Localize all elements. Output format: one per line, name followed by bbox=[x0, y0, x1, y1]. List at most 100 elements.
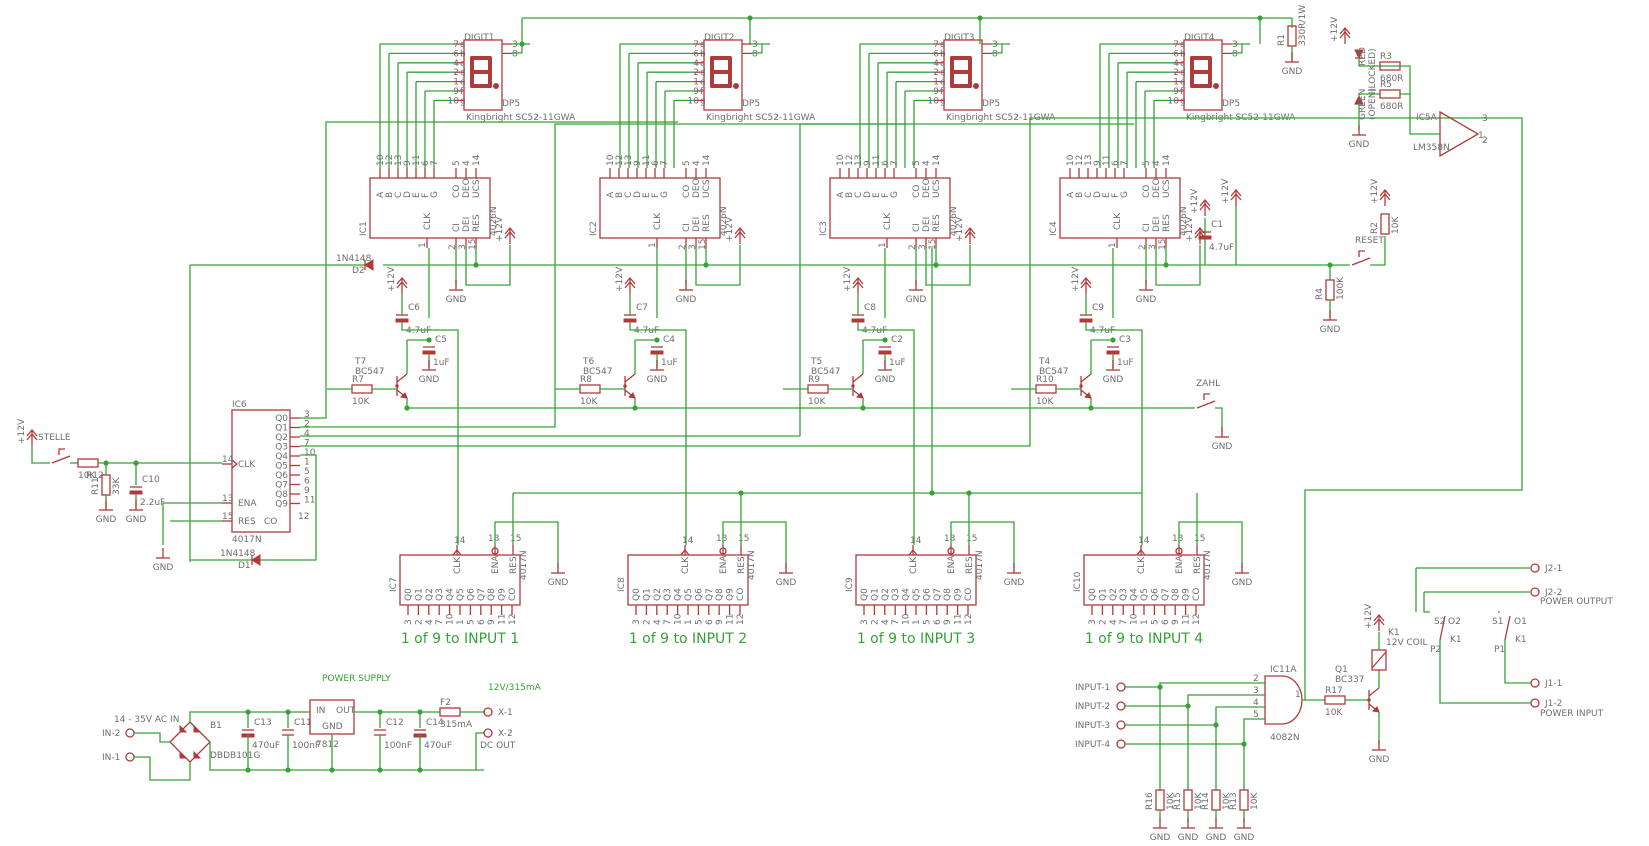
wire bbox=[857, 322, 915, 545]
vcc-label: +12V bbox=[1370, 178, 1380, 204]
resistor-value: 10K bbox=[1194, 792, 1204, 810]
resistor-value: 10K bbox=[1036, 397, 1054, 407]
pin-number: 10 bbox=[304, 448, 316, 458]
regulator-pin: GND bbox=[322, 722, 343, 732]
cap-name: C7 bbox=[636, 303, 648, 313]
pin-number: 3 bbox=[458, 244, 468, 250]
display-pin-segment: b bbox=[700, 49, 706, 59]
display-pin-number: 10 bbox=[448, 96, 460, 106]
pin-number: 12 bbox=[1075, 155, 1085, 166]
connector-label: J2-1 bbox=[1544, 564, 1562, 574]
pin-name: Q4 bbox=[674, 588, 684, 601]
pin-name: CI bbox=[682, 223, 692, 232]
pin-name: Q4 bbox=[1130, 588, 1140, 601]
pin-name: Q1 bbox=[414, 588, 424, 601]
pin-number: 11 bbox=[726, 614, 736, 625]
resistor-name: R17 bbox=[1325, 686, 1343, 696]
pin-name: DEI bbox=[1152, 217, 1162, 232]
led-red-label: RED bbox=[1358, 47, 1368, 66]
display-common-number: 8 bbox=[512, 49, 518, 59]
pin-name: Q0 bbox=[1088, 588, 1098, 601]
display-pin-segment: a bbox=[1180, 40, 1186, 50]
pin-number: 6 bbox=[933, 619, 943, 625]
pin-name: F bbox=[651, 193, 661, 198]
pin-name: DEI bbox=[462, 217, 472, 232]
display-dp bbox=[733, 83, 739, 89]
ic-name: IC4 bbox=[1049, 221, 1059, 236]
wire bbox=[1215, 407, 1223, 432]
connector-label: IN-2 bbox=[102, 729, 120, 739]
junction-dot bbox=[519, 41, 525, 47]
led-green-note: (OPEN) bbox=[1368, 88, 1378, 120]
pin-number: 9 bbox=[487, 619, 497, 625]
wire bbox=[1409, 94, 1440, 135]
pin-name: DEO bbox=[922, 178, 932, 198]
opamp-name: IC5A bbox=[1416, 113, 1438, 123]
pin-name: Q2 bbox=[275, 433, 288, 443]
display-dp-label: DP5 bbox=[1222, 99, 1240, 109]
wire bbox=[31, 446, 50, 464]
pin-name: CO bbox=[912, 185, 922, 198]
pin-name: ENA bbox=[238, 499, 257, 509]
resistor-body bbox=[351, 384, 373, 394]
relay-coil-label: 12V COIL bbox=[1386, 638, 1428, 648]
regulator-pin: IN bbox=[316, 706, 325, 716]
pin-name: Q7 bbox=[933, 588, 943, 601]
pin-name: DEO bbox=[1152, 178, 1162, 198]
pin-name: E bbox=[642, 192, 652, 198]
pin-name: RES bbox=[1162, 214, 1172, 232]
dc-output-label: DC OUT bbox=[480, 741, 516, 751]
pin-name: D bbox=[863, 191, 873, 198]
wire bbox=[950, 521, 1015, 568]
pin-number: 2 bbox=[1138, 244, 1148, 250]
pin-name: A bbox=[836, 191, 846, 198]
resistor-value: 680R bbox=[1380, 102, 1403, 112]
pin-name: DEO bbox=[462, 178, 472, 198]
pin-number: 7 bbox=[890, 160, 900, 166]
pin-number: 10 bbox=[836, 154, 846, 166]
switch-lever bbox=[1351, 257, 1371, 266]
input-label: INPUT-4 bbox=[1075, 740, 1110, 750]
vcc-label: +12V bbox=[1330, 16, 1340, 42]
pin-name: G bbox=[1120, 191, 1130, 198]
contact-label: P1 bbox=[1494, 645, 1505, 655]
transistor-collector bbox=[396, 373, 408, 383]
pin-name: F bbox=[421, 193, 431, 198]
pin-number: 2 bbox=[448, 244, 458, 250]
display-pin-number: 1 bbox=[1173, 78, 1179, 88]
diode-triangle bbox=[251, 554, 261, 566]
resistor-name: R4 bbox=[1315, 288, 1325, 300]
display-pin-segment: d bbox=[1180, 68, 1186, 78]
pin-number: 5 bbox=[922, 619, 932, 625]
pin-name: Q0 bbox=[404, 588, 414, 601]
display-pin-segment: f bbox=[700, 87, 704, 97]
display-common-number: 8 bbox=[1232, 49, 1238, 59]
power-output-label: POWER OUTPUT bbox=[1540, 597, 1613, 607]
resistor-value: 33K bbox=[112, 477, 122, 495]
pin-name: Q2 bbox=[425, 588, 435, 601]
output-connector bbox=[1530, 587, 1540, 597]
pin-name: Q6 bbox=[1150, 588, 1160, 601]
wire bbox=[1085, 322, 1143, 545]
pin-name: RES bbox=[737, 556, 747, 574]
pin-name: G bbox=[890, 191, 900, 198]
transistor-type: BC337 bbox=[1335, 675, 1364, 685]
pin-name: CO bbox=[452, 185, 462, 198]
pin-number: 5 bbox=[304, 467, 310, 477]
opamp-part: LM358N bbox=[1413, 143, 1450, 153]
decoder-2: IC84017NQ03Q12Q24Q37Q410Q51Q65Q76Q89Q911… bbox=[617, 493, 796, 647]
pin-name: CI bbox=[912, 223, 922, 232]
wire bbox=[1029, 117, 1523, 700]
cap-plate-polar bbox=[395, 318, 409, 323]
junction-dot bbox=[417, 767, 423, 773]
pin-number: 12 bbox=[615, 155, 625, 166]
input-label: INPUT-3 bbox=[1075, 721, 1110, 731]
pin-number: 9 bbox=[1093, 160, 1103, 166]
junction-dot bbox=[703, 262, 709, 268]
pin-number: 9 bbox=[863, 160, 873, 166]
diode-type: 1N4148 bbox=[220, 549, 256, 559]
contact-label: S1 bbox=[1492, 617, 1503, 627]
input-connector bbox=[1530, 678, 1540, 688]
pin-name: RES bbox=[932, 214, 942, 232]
vcc-label: +12V bbox=[1071, 266, 1081, 292]
